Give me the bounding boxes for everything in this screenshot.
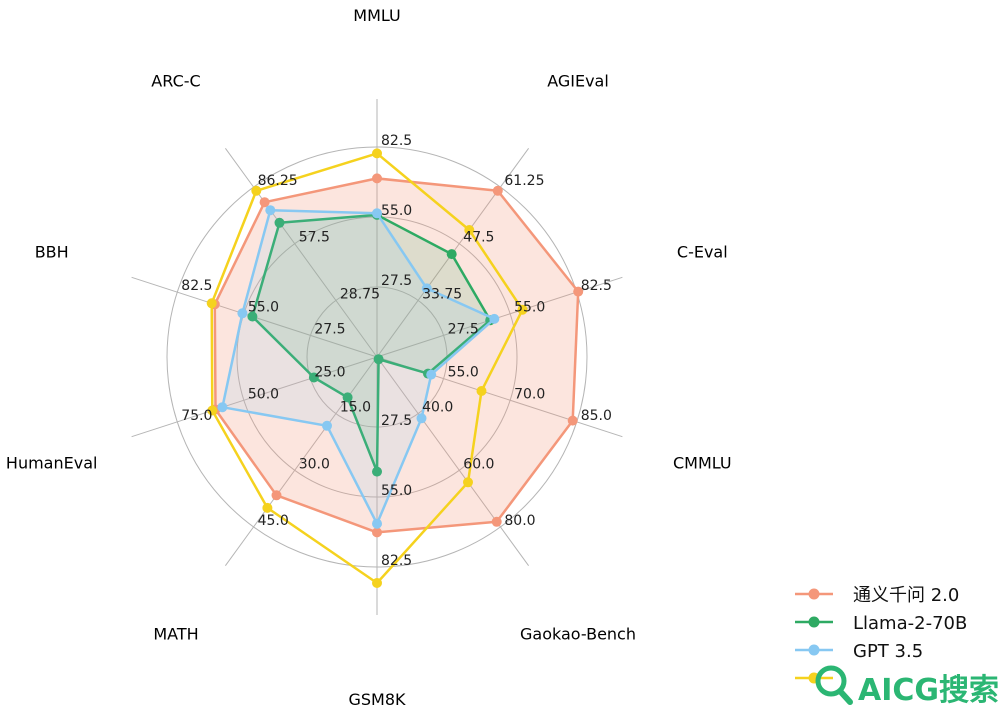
tick-label: 82.5: [381, 553, 412, 569]
data-point: [259, 197, 270, 208]
axis-label: ARC-C: [151, 71, 200, 90]
grid-spoke: [224, 148, 378, 358]
tick-label: 28.75: [340, 286, 380, 302]
axis-label: Gaokao-Bench: [520, 625, 636, 644]
legend-label: 通义千问 2.0: [853, 585, 959, 606]
data-point: [491, 516, 502, 527]
data-point: [322, 420, 332, 431]
axis-label: AGIEval: [547, 71, 609, 90]
data-point: [426, 369, 437, 380]
axis-label: CMMLU: [673, 454, 732, 473]
axis-label: GSM8K: [348, 690, 406, 709]
data-point: [271, 490, 282, 501]
data-point: [251, 185, 262, 196]
tick-label: 80.0: [504, 513, 535, 529]
radar-ticks: 27.5 55.0 82.5 33.75 47.5 61.25 27.5 55.0 82.5 55…: [181, 133, 612, 569]
data-point: [237, 308, 248, 319]
data-point: [492, 185, 503, 196]
data-point: [476, 386, 487, 396]
axis-label: MMLU: [353, 6, 400, 25]
data-point: [274, 217, 285, 228]
legend-swatch-marker: [808, 616, 820, 628]
data-point: [372, 148, 382, 159]
data-point: [463, 477, 473, 488]
data-point: [372, 578, 382, 588]
tick-label: 33.75: [422, 286, 462, 302]
data-point: [573, 286, 584, 297]
data-point: [446, 249, 457, 260]
tick-label: 57.5: [299, 230, 330, 246]
tick-label: 27.5: [314, 321, 345, 337]
tick-label: 86.25: [258, 173, 298, 189]
tick-label: 85.0: [581, 408, 612, 424]
tick-label: 61.25: [504, 173, 544, 189]
data-point: [373, 354, 384, 365]
tick-label: 55.0: [381, 203, 412, 219]
data-point: [464, 225, 475, 235]
tick-label: 15.0: [340, 400, 371, 416]
tick-label: 27.5: [381, 273, 412, 289]
tick-label: 70.0: [514, 386, 545, 402]
data-point: [372, 518, 382, 529]
tick-label: 27.5: [381, 413, 412, 429]
tick-label: 55.0: [248, 300, 279, 316]
legend-swatch-marker: [808, 644, 820, 656]
legend-label: Llama-2-70B: [853, 613, 967, 634]
data-point: [372, 466, 382, 477]
data-point: [416, 413, 427, 424]
data-point: [421, 283, 432, 294]
legend-swatch-marker: [808, 588, 820, 600]
data-point: [567, 415, 578, 426]
data-point: [265, 205, 276, 216]
tick-label: 27.5: [448, 321, 479, 337]
tick-label: 50.0: [248, 386, 279, 402]
grid-spoke: [131, 356, 378, 438]
data-point: [262, 502, 273, 513]
tick-label: 25.0: [314, 365, 345, 381]
tick-label: 60.0: [463, 456, 494, 472]
grid-spoke: [224, 356, 378, 566]
tick-label: 55.0: [381, 483, 412, 499]
data-point: [517, 304, 528, 315]
axis-label: HumanEval: [6, 454, 98, 473]
data-point: [489, 313, 500, 324]
tick-label: 82.5: [181, 278, 212, 294]
data-point: [308, 372, 319, 383]
data-point: [207, 405, 218, 416]
axis-label: C-Eval: [677, 242, 728, 261]
data-point: [247, 311, 258, 322]
data-point: [372, 173, 382, 184]
data-point: [217, 402, 228, 413]
tick-label: 82.5: [581, 278, 612, 294]
grid-spoke: [376, 356, 530, 566]
axis-label: MATH: [153, 625, 198, 644]
tick-label: 40.0: [422, 400, 453, 416]
search-icon: [815, 665, 847, 697]
watermark-text: AICG搜索: [858, 673, 999, 708]
tick-label: 75.0: [181, 408, 212, 424]
tick-label: 55.0: [448, 365, 479, 381]
legend-label: GPT 3.5: [853, 641, 923, 662]
tick-label: 82.5: [381, 133, 412, 149]
data-point: [342, 392, 353, 403]
tick-label: 45.0: [258, 513, 289, 529]
data-point: [372, 527, 382, 538]
tick-label: 47.5: [463, 230, 494, 246]
watermark-logo: AICG搜索: [815, 665, 999, 708]
radar-series: [206, 148, 584, 588]
data-point: [206, 298, 217, 309]
search-icon-handle: [837, 688, 853, 705]
tick-label: 30.0: [299, 456, 330, 472]
axis-label: BBH: [35, 242, 69, 261]
data-point: [372, 208, 382, 219]
tick-label: 55.0: [514, 300, 545, 316]
